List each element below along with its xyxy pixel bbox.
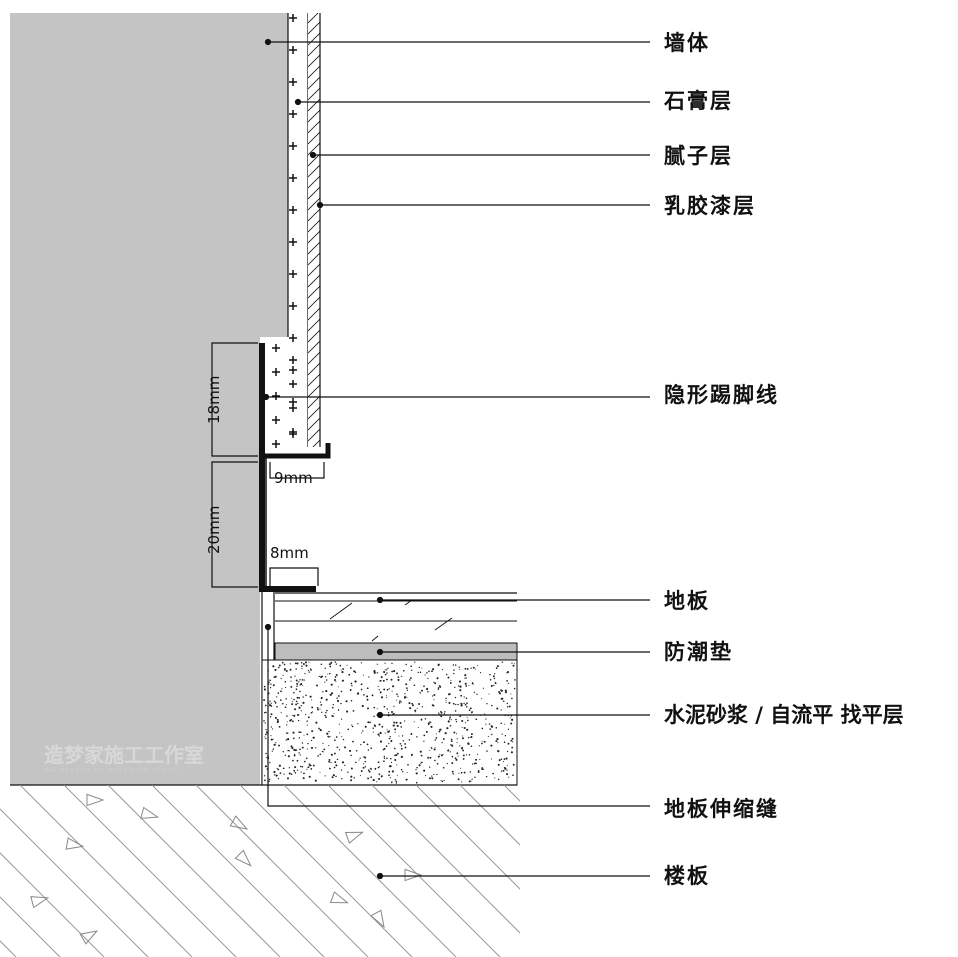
label-hidden-skirting: 隐形踢脚线 xyxy=(664,383,779,407)
label-moisture-pad: 防潮垫 xyxy=(664,640,733,664)
paint-hatch xyxy=(308,13,320,447)
label-slab: 楼板 xyxy=(664,864,710,888)
dim-18mm: 18mm xyxy=(205,376,223,424)
gypsum-layer xyxy=(288,13,308,447)
label-leveling-layer: 水泥砂浆 / 自流平 找平层 xyxy=(664,703,904,727)
label-expansion-joint: 地板伸缩缝 xyxy=(664,797,779,821)
label-gypsum: 石膏层 xyxy=(663,89,733,113)
dimension-lines xyxy=(211,342,325,588)
dim-8mm: 8mm xyxy=(270,544,309,562)
label-wall: 墙体 xyxy=(664,31,710,55)
watermark-title: 造梦家施工工作室 xyxy=(44,743,204,767)
skirting-profile xyxy=(259,343,316,592)
watermark-subtitle: ZAO MENG JIA SHI GONG GONG ZUO SHI xyxy=(44,768,180,774)
label-putty: 腻子层 xyxy=(664,144,733,168)
skirting-return xyxy=(262,443,331,459)
leader-lines xyxy=(262,38,650,880)
label-floor: 地板 xyxy=(664,589,710,613)
floor-slab xyxy=(0,784,520,957)
gypsum-plus-marks xyxy=(272,14,297,448)
dim-9mm: 9mm xyxy=(274,469,313,487)
dim-20mm: 20mm xyxy=(205,506,223,554)
wall-body xyxy=(10,13,288,785)
label-latex-paint: 乳胶漆层 xyxy=(664,194,756,218)
